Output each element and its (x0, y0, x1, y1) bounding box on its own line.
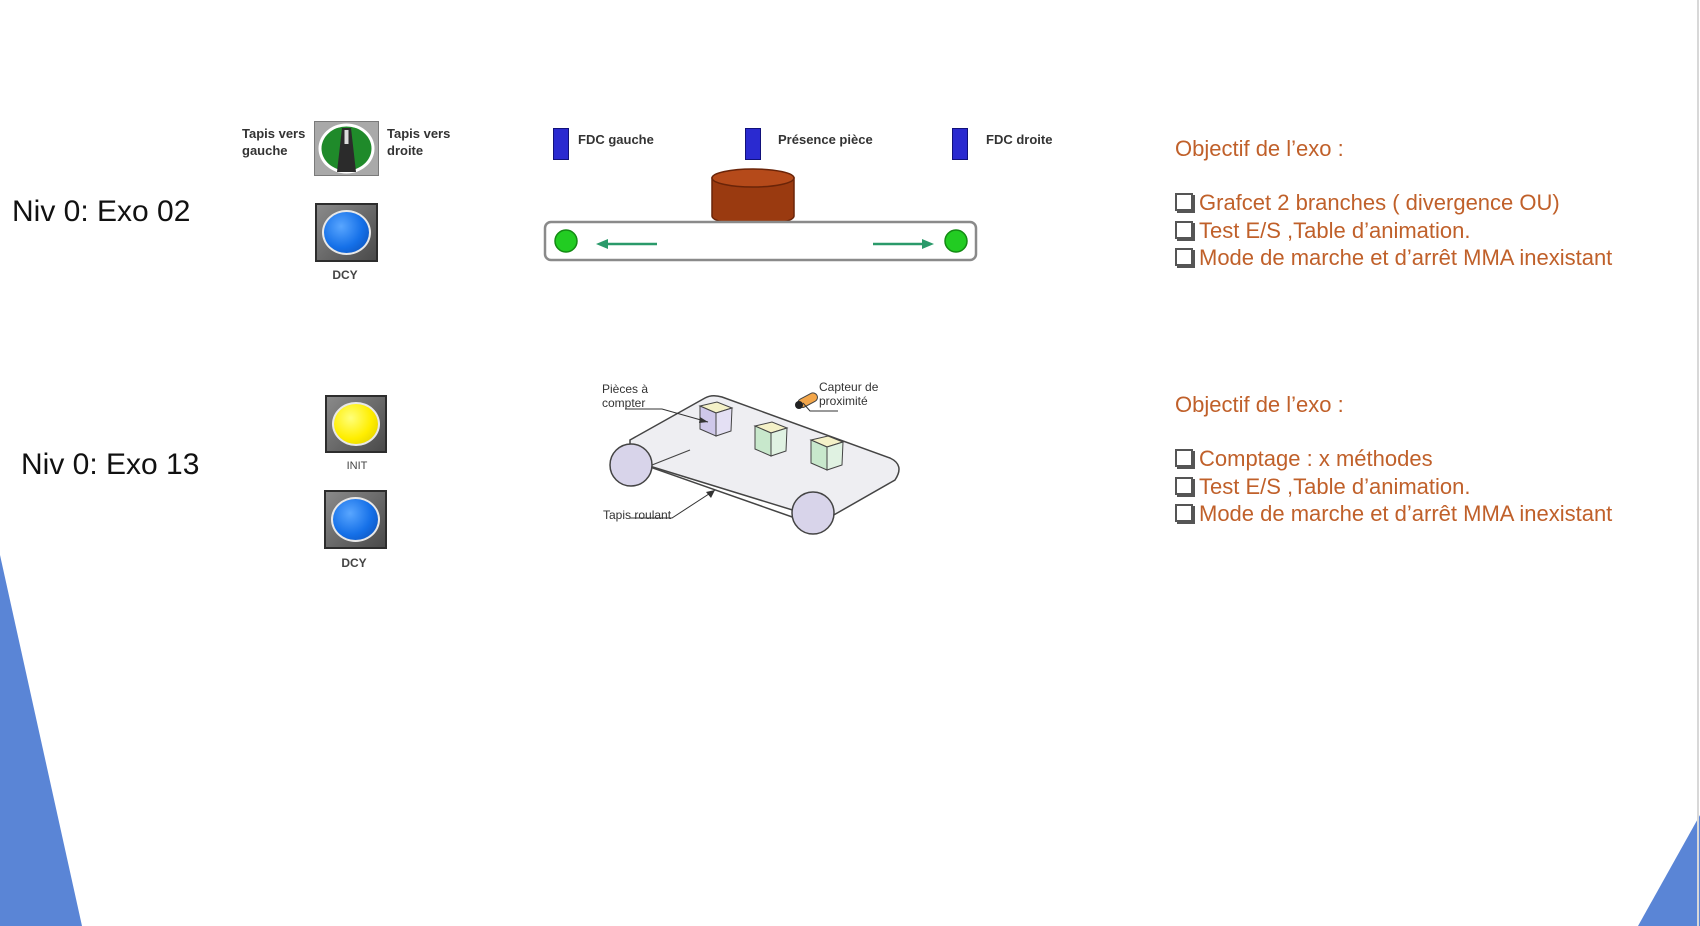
objective-item: Mode de marche et d’arrêt MMA inexistant (1175, 244, 1612, 272)
direction-selector-switch[interactable] (314, 121, 379, 176)
init-button-knob (332, 402, 380, 446)
objective-item: Comptage : x méthodes (1175, 445, 1612, 473)
selector-right-label: Tapis vers droite (387, 126, 451, 158)
arrow-left-icon (596, 239, 657, 249)
roller-left (609, 443, 653, 487)
sensor-presence (745, 128, 761, 160)
init-button-caption: INIT (346, 460, 368, 472)
piece-cube-3 (809, 435, 845, 471)
exercise-2-title: Niv 0: Exo 13 (21, 448, 200, 481)
objective-item: Test E/S ,Table d’animation. (1175, 473, 1612, 501)
piece-cube-2 (753, 421, 789, 457)
roller-right (791, 491, 835, 535)
checkbox-bullet-icon (1175, 248, 1193, 266)
objective-item: Grafcet 2 branches ( divergence OU) (1175, 189, 1612, 217)
corner-decoration-left (0, 555, 82, 926)
indicator-right (944, 229, 968, 253)
dcy-button-1-knob (322, 210, 371, 255)
checkbox-bullet-icon (1175, 476, 1193, 495)
checkbox-bullet-icon (1175, 504, 1193, 522)
exercise-2-objective-title: Objectif de l’exo : (1175, 392, 1344, 417)
objective-item: Test E/S ,Table d’animation. (1175, 217, 1612, 245)
objective-item: Mode de marche et d’arrêt MMA inexistant (1175, 500, 1612, 528)
init-button[interactable] (325, 395, 387, 453)
selector-left-label: Tapis vers gauche (242, 126, 306, 158)
checkbox-bullet-icon (1175, 449, 1193, 467)
conveyor-1-belt (543, 220, 978, 262)
label-proximity-sensor: Capteur de proximité (819, 380, 879, 408)
sensor-fdc-left-label: FDC gauche (578, 132, 654, 147)
exercise-1-objective-title: Objectif de l’exo : (1175, 136, 1344, 161)
dcy-button-2-caption: DCY (341, 556, 367, 570)
dcy-button-2[interactable] (324, 490, 387, 549)
checkbox-bullet-icon (1175, 220, 1193, 239)
sensor-presence-label: Présence pièce (778, 132, 873, 147)
indicator-left (554, 229, 578, 253)
conveyor-2-diagram (609, 392, 900, 535)
dcy-button-1-caption: DCY (332, 268, 358, 282)
dcy-button-2-knob (331, 497, 380, 542)
arrow-right-icon (873, 239, 934, 249)
label-conveyor-belt: Tapis roulant (603, 508, 672, 522)
conveyor-1-diagram (543, 168, 978, 262)
piece-cube-1 (698, 401, 734, 437)
dcy-button-1[interactable] (315, 203, 378, 262)
exercise-1-title: Niv 0: Exo 02 (12, 195, 191, 228)
exercise-2-objectives: Comptage : x méthodes Test E/S ,Table d’… (1175, 445, 1612, 528)
corner-decoration-right (1638, 815, 1700, 926)
piece-cylinder (711, 168, 795, 226)
sensor-fdc-right (952, 128, 968, 160)
sensor-fdc-right-label: FDC droite (986, 132, 1053, 147)
proximity-sensor-icon (795, 392, 818, 409)
sensor-fdc-left (553, 128, 569, 160)
conveyor-2-belt (629, 394, 900, 521)
checkbox-bullet-icon (1175, 193, 1193, 211)
label-pieces-to-count: Pièces à compter (602, 382, 649, 410)
selector-knob-icon (318, 123, 375, 174)
exercise-1-objectives: Grafcet 2 branches ( divergence OU) Test… (1175, 189, 1612, 272)
